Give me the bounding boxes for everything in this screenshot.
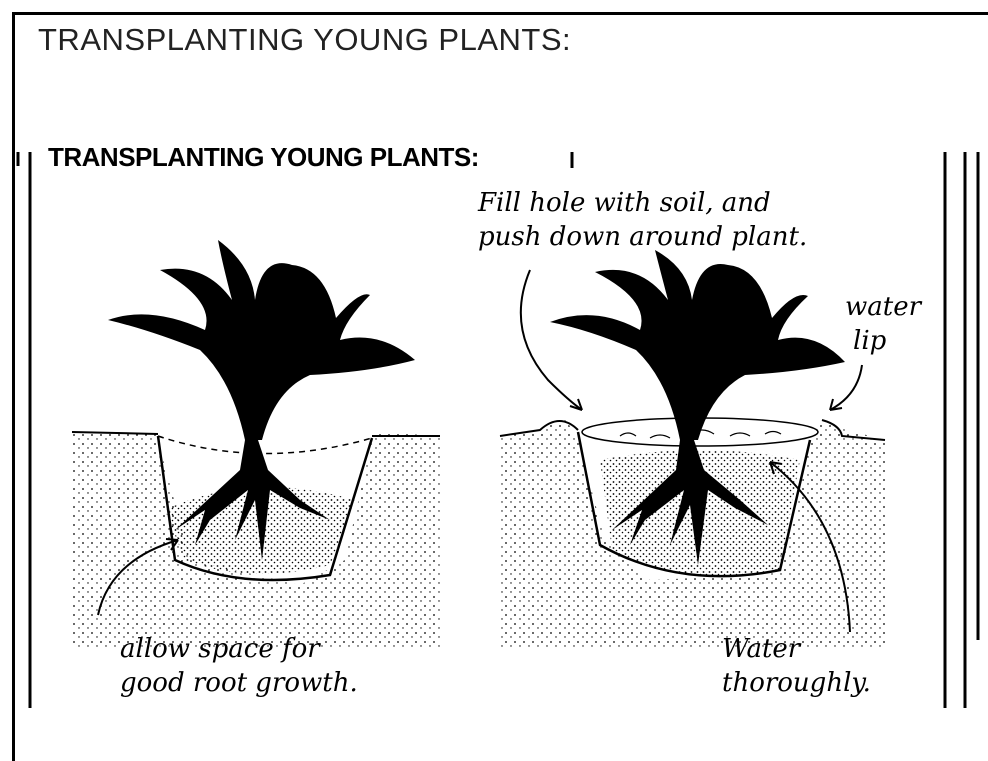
label-fill-hole-line-2: push down around plant.	[478, 220, 807, 254]
label-fill-hole-line-1: Fill hole with soil, and	[478, 186, 807, 220]
label-water-thoroughly-line-2: thoroughly.	[722, 666, 871, 700]
label-water-thoroughly: Water thoroughly.	[722, 632, 871, 700]
label-allow-space-line-2: good root growth.	[120, 666, 358, 700]
label-water-lip-line-2: lip	[845, 324, 921, 358]
label-allow-space: allow space for good root growth.	[120, 632, 358, 700]
label-water-lip: water lip	[845, 290, 921, 358]
label-water-lip-line-1: water	[845, 290, 921, 324]
label-water-thoroughly-line-1: Water	[722, 632, 871, 666]
illustration-heading: TRANSPLANTING YOUNG PLANTS:	[48, 142, 479, 173]
label-allow-space-line-1: allow space for	[120, 632, 358, 666]
label-fill-hole: Fill hole with soil, and push down aroun…	[478, 186, 807, 254]
frame-top-border	[12, 12, 988, 15]
page-title: TRANSPLANTING YOUNG PLANTS:	[38, 22, 571, 58]
